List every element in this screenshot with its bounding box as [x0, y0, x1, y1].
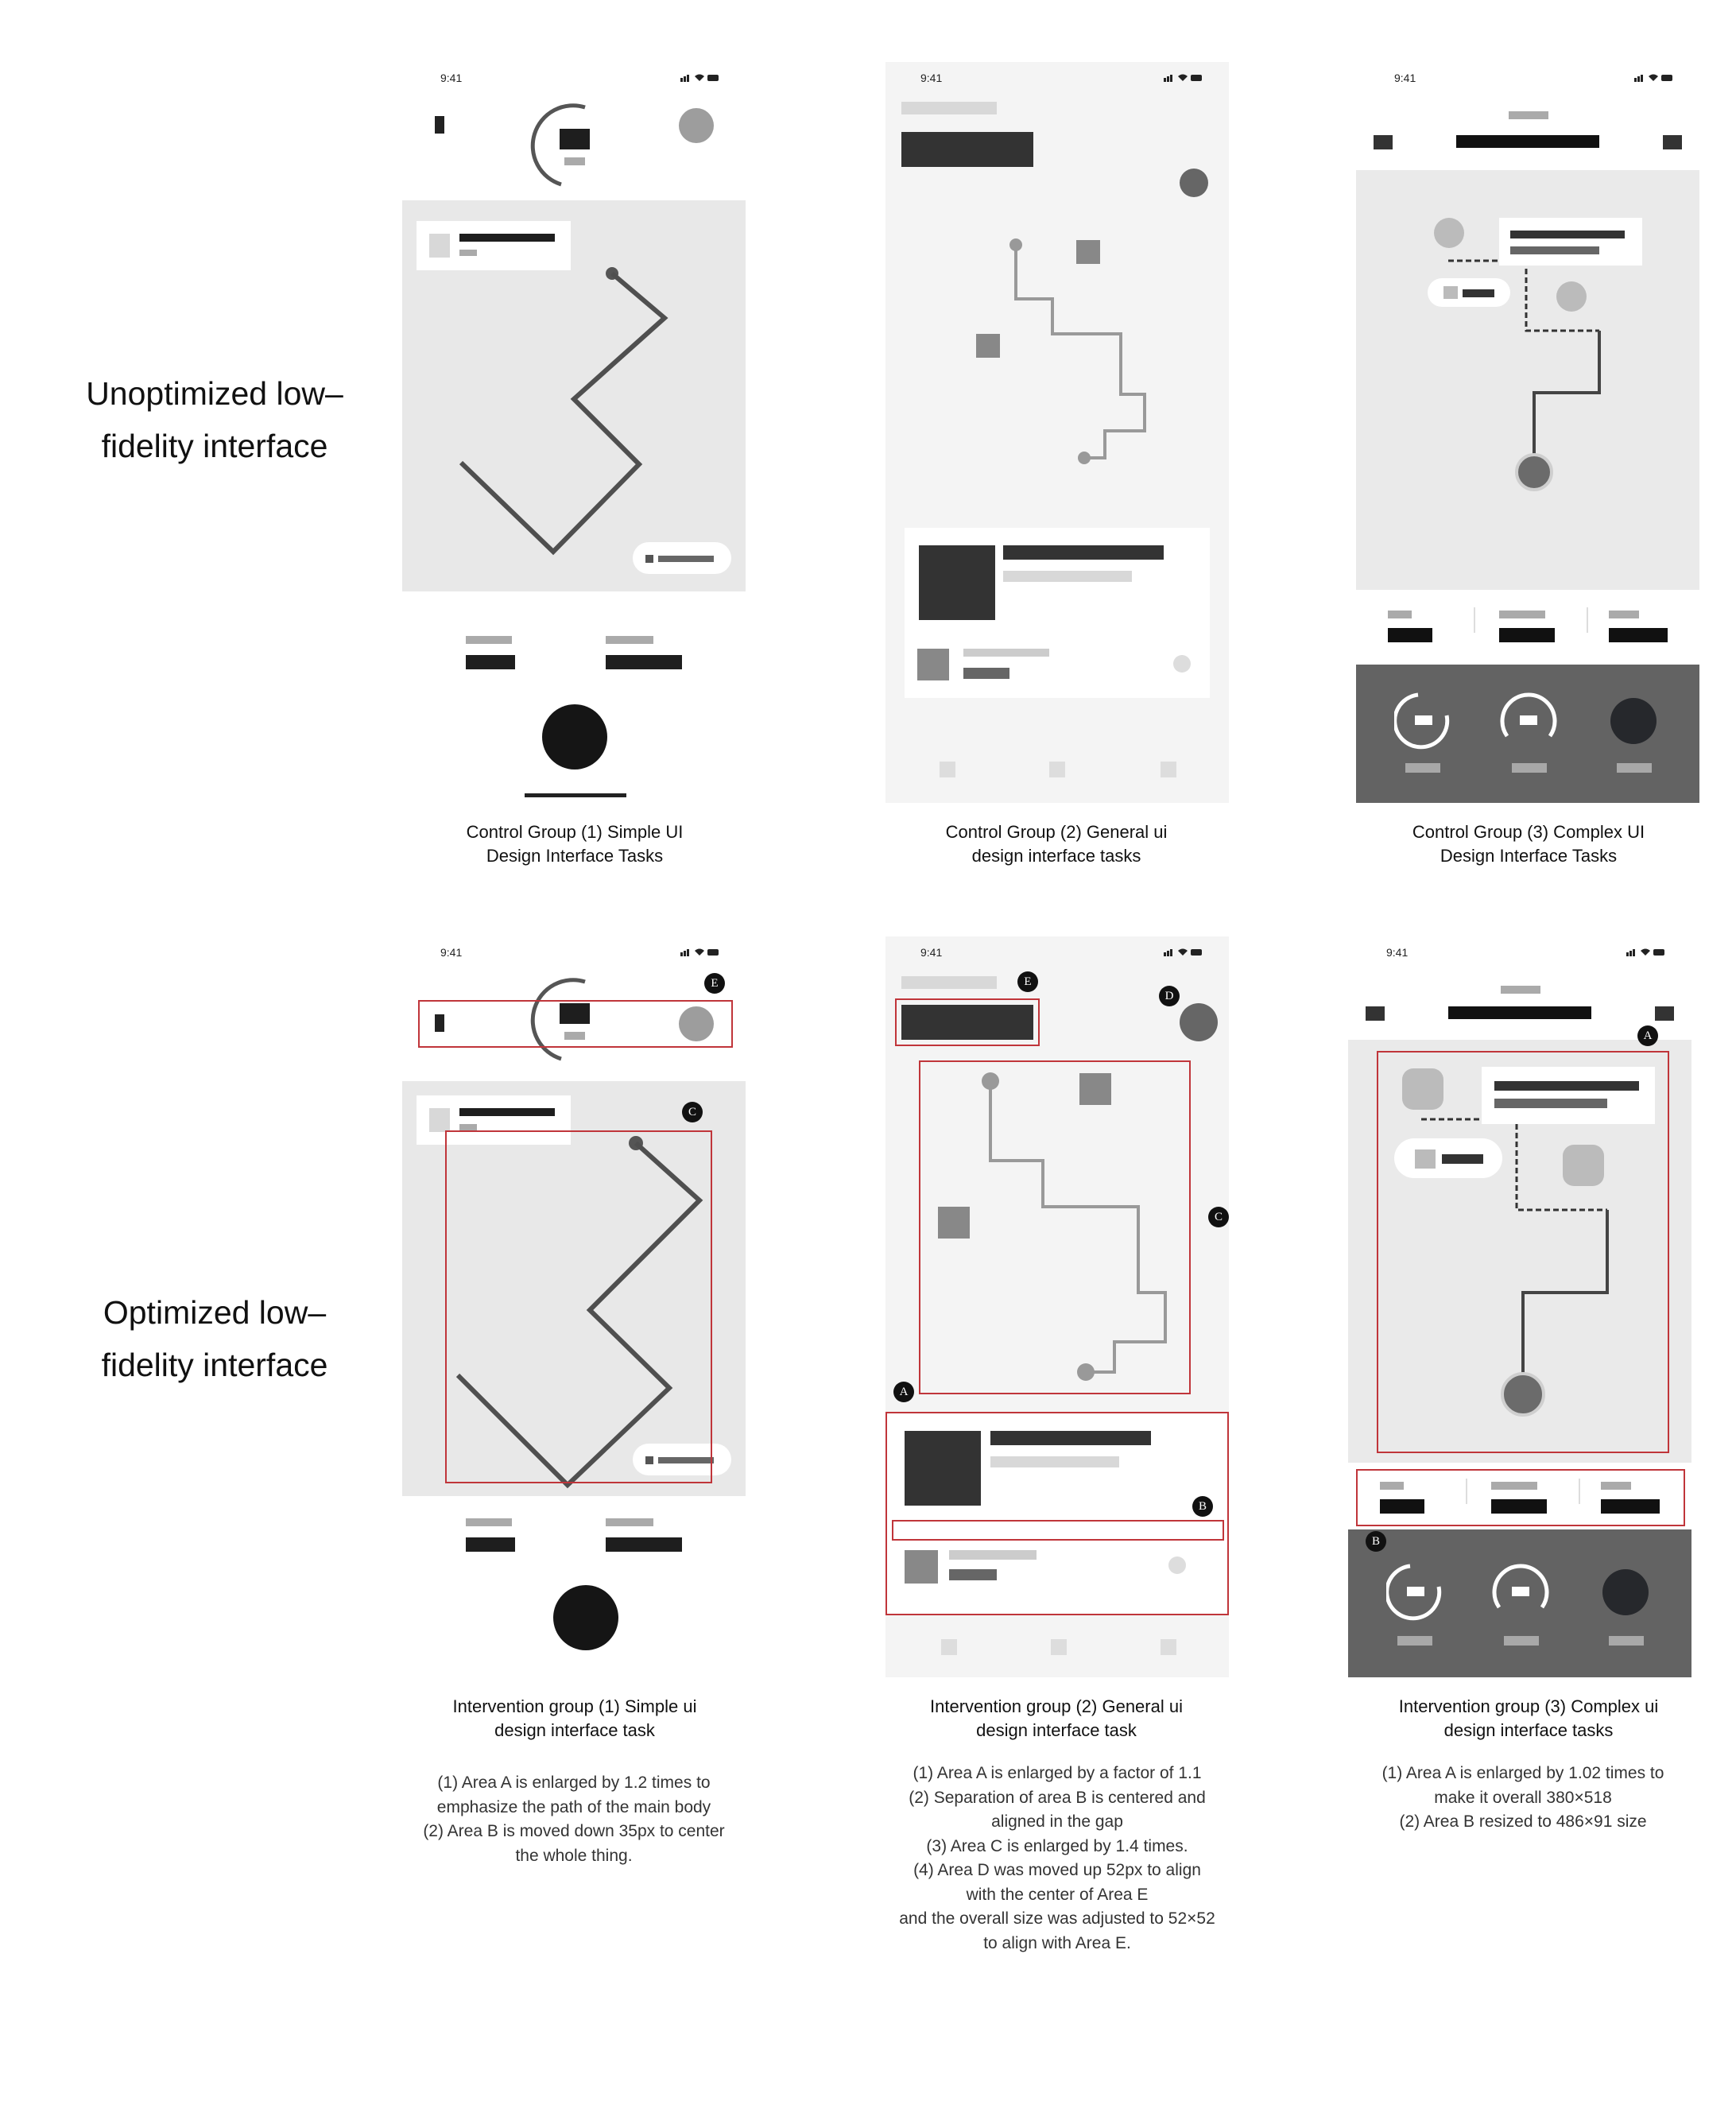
page-title-block [901, 132, 1033, 167]
gauge-icon[interactable] [1386, 1563, 1445, 1622]
scale-pill[interactable] [633, 1444, 731, 1475]
tab-icon-2[interactable] [1051, 1639, 1067, 1655]
menu-icon[interactable] [1655, 1006, 1674, 1021]
marker-a: A [1637, 1025, 1658, 1046]
progress-ring-icon [530, 103, 586, 187]
record-button[interactable] [1610, 698, 1657, 744]
highlight-area-a [1377, 1051, 1669, 1453]
route-path [1448, 259, 1601, 491]
intervention-3-mockup: 9:41 A B [1348, 936, 1691, 1677]
detail-card [905, 528, 1210, 698]
highlight-area-top [418, 1000, 733, 1048]
status-icons [1626, 948, 1664, 956]
scale-pill[interactable] [633, 542, 731, 574]
status-icons [1634, 74, 1672, 82]
record-button[interactable] [1602, 1569, 1649, 1615]
avatar[interactable] [679, 1006, 714, 1041]
caption-control-2: Control Group (2) General ui design inte… [945, 822, 1168, 866]
highlight-area-a [885, 1412, 1229, 1615]
main-action-button[interactable] [553, 1585, 618, 1650]
tab-icon-3[interactable] [1161, 762, 1176, 777]
caption-intervention-1: Intervention group (1) Simple ui design … [452, 1696, 697, 1740]
intervention-1-mockup: 9:41 E C [402, 936, 746, 1677]
back-icon[interactable] [435, 1014, 444, 1032]
back-icon[interactable] [1374, 135, 1393, 149]
avatar[interactable] [1180, 169, 1208, 197]
note-intervention-3: (1) Area A is enlarged by 1.02 times to … [1381, 1764, 1664, 1831]
status-time: 9:41 [920, 946, 943, 959]
home-indicator [525, 793, 626, 797]
info-card [417, 1095, 571, 1145]
progress-ring-icon [530, 978, 586, 1061]
caption-control-3: Control Group (3) Complex UI Design Inte… [1412, 822, 1645, 866]
caption-intervention-2: Intervention group (2) General ui design… [930, 1696, 1183, 1740]
detail-card [885, 1413, 1229, 1614]
avatar[interactable] [679, 108, 714, 143]
gauge-icon[interactable] [1394, 692, 1453, 750]
route-path [455, 1136, 703, 1489]
status-icons [680, 948, 719, 956]
route-path [938, 1072, 1167, 1381]
caption-control-1: Control Group (1) Simple UI Design Inter… [466, 822, 684, 866]
control-1-mockup: 9:41 [402, 62, 746, 803]
marker-d: D [1159, 986, 1180, 1006]
highlight-area-c [919, 1060, 1191, 1394]
control-panel [1356, 665, 1699, 803]
avatar[interactable] [1180, 1003, 1218, 1041]
control-2-mockup: 9:41 [885, 62, 1229, 803]
page-title-block [1448, 1006, 1591, 1019]
status-icons [1164, 74, 1202, 82]
row-label-unoptimized: Unoptimized low– fidelity interface [86, 375, 343, 464]
route-path [1421, 1118, 1609, 1417]
status-time: 9:41 [1394, 72, 1416, 84]
timer-icon[interactable] [1499, 692, 1558, 750]
tab-icon-1[interactable] [941, 1639, 957, 1655]
marker-c: C [1208, 1207, 1229, 1227]
tab-icon-1[interactable] [940, 762, 955, 777]
back-icon[interactable] [1366, 1006, 1385, 1021]
marker-e: E [1017, 971, 1038, 992]
menu-icon[interactable] [1663, 135, 1682, 149]
marker-b: B [1366, 1531, 1386, 1552]
status-icons [1164, 948, 1202, 956]
row-label-optimized: Optimized low– fidelity interface [101, 1294, 328, 1383]
route-path [976, 238, 1146, 464]
status-time: 9:41 [920, 72, 943, 84]
info-card [417, 221, 571, 270]
status-time: 9:41 [440, 72, 463, 84]
marker-path: C [682, 1102, 703, 1122]
tab-icon-3[interactable] [1161, 1639, 1176, 1655]
note-intervention-2: (1) Area A is enlarged by a factor of 1.… [899, 1764, 1215, 1952]
back-icon[interactable] [435, 116, 444, 134]
map-canvas [1356, 170, 1699, 590]
note-intervention-1: (1) Area A is enlarged by 1.2 times to e… [423, 1774, 725, 1865]
main-action-button[interactable] [542, 704, 607, 770]
intervention-2-mockup: 9:41 E D C A B [885, 936, 1229, 1677]
status-time: 9:41 [1386, 946, 1409, 959]
timer-icon[interactable] [1491, 1563, 1550, 1622]
tab-icon-2[interactable] [1049, 762, 1065, 777]
map-canvas [402, 200, 746, 591]
page-title-block [1456, 135, 1599, 148]
status-icons [680, 74, 719, 82]
marker-b: B [1192, 1496, 1213, 1517]
highlight-area-path [445, 1130, 712, 1483]
status-time: 9:41 [440, 946, 463, 959]
caption-intervention-3: Intervention group (3) Complex ui design… [1398, 1696, 1659, 1740]
marker-a: A [893, 1382, 914, 1402]
highlight-area-b-bar [1356, 1469, 1685, 1526]
page-title-block [901, 1005, 1033, 1040]
highlight-area-e [895, 998, 1040, 1046]
marker-top: E [704, 973, 725, 994]
control-panel: B [1348, 1529, 1691, 1677]
control-3-mockup: 9:41 [1356, 62, 1699, 803]
highlight-area-b [892, 1520, 1224, 1541]
map-canvas [1348, 1040, 1691, 1463]
map-canvas [402, 1081, 746, 1496]
route-path [459, 267, 668, 556]
